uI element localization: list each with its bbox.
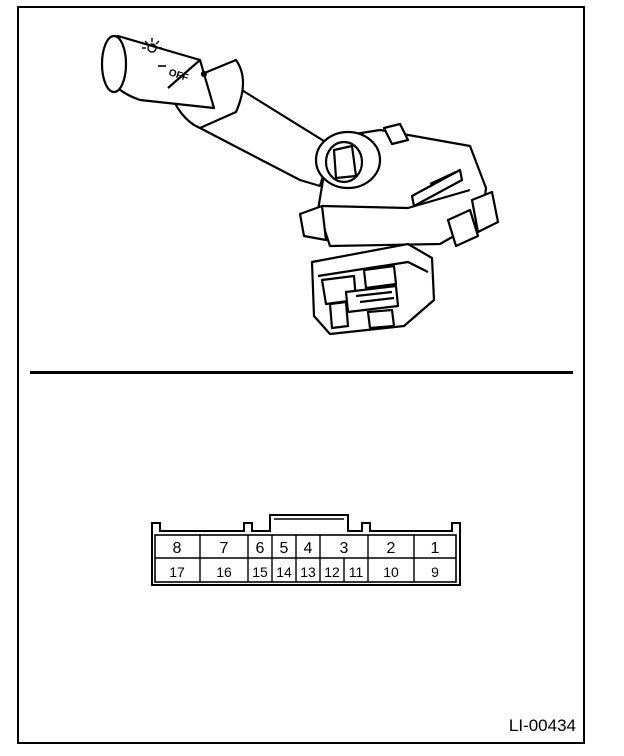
connector-pinout-diagram [151,514,461,586]
pin-label: 17 [169,564,185,580]
connector-pin-labels: 8 7 6 5 4 3 2 1 17 16 15 14 13 12 11 10 … [169,540,439,580]
pin-label: 10 [383,564,399,580]
figure-frame [17,6,585,744]
pin-label: 9 [431,564,439,580]
figure-reference-code: LI-00434 [508,716,576,735]
section-divider [30,371,573,374]
headlight-symbol-icon [142,38,162,53]
pin-label: 4 [304,540,313,557]
pin-label: 3 [340,540,349,557]
pin-label: 8 [173,540,182,557]
connector-housing-outline [151,514,461,586]
combination-switch-illustration: OFF [100,34,500,336]
lever-tip-end [100,34,128,94]
pin-label: 11 [349,564,364,580]
pin-label: 6 [256,540,265,557]
pin-label: 7 [220,540,229,557]
pin-label: 2 [387,540,396,557]
pin-label: 15 [252,564,268,580]
pin-label: 5 [280,540,289,557]
pin-label: 12 [324,564,340,580]
pin-label: 16 [216,564,232,580]
pin-label: 14 [276,564,292,580]
pin-label: 1 [431,540,440,557]
pin-label: 13 [300,564,316,580]
